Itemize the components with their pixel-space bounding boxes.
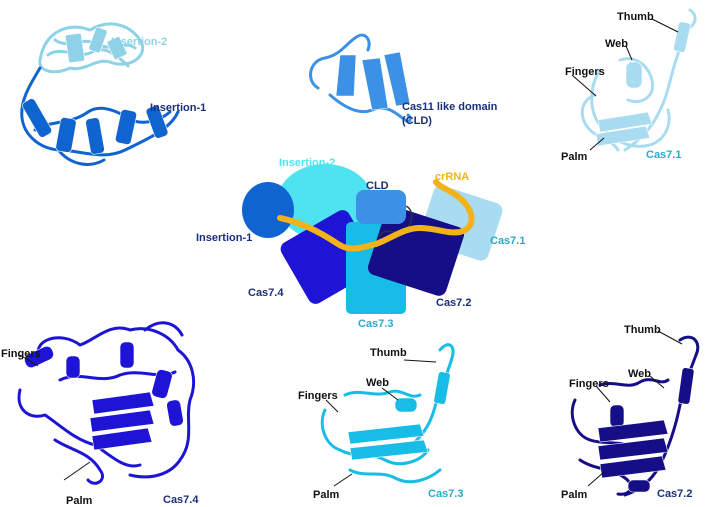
label-schematic-cas74: Cas7.4 [248, 287, 284, 299]
label-cas71-thumb: Thumb [617, 11, 654, 23]
label-schematic-insertion2: Insertion-2 [279, 157, 335, 169]
cld-structure [309, 33, 412, 123]
pointer-cas72-fingers [595, 385, 611, 403]
label-cas72-thumb: Thumb [624, 324, 661, 336]
label-cas73-web: Web [366, 377, 389, 389]
label-schematic-cas72: Cas7.2 [436, 297, 471, 309]
pointer-cas73-fingers [325, 399, 339, 413]
label-schematic-cld: CLD [366, 180, 389, 192]
pointer-cas73-palm [333, 473, 353, 487]
schematic-panel: Insertion-2 CLD crRNA Insertion-1 Cas7.1… [196, 157, 525, 330]
label-cas72-fingers: Fingers [569, 378, 609, 390]
cas73-panel: Thumb Web Fingers Palm Cas7.3 [298, 343, 463, 501]
label-cas73-palm: Palm [313, 489, 340, 501]
label-schematic-crrna: crRNA [435, 171, 469, 183]
label-cas73-fingers: Fingers [298, 390, 338, 402]
cas72-panel: Thumb Web Fingers Palm Cas7.2 [561, 324, 700, 501]
label-cas71-name: Cas7.1 [646, 149, 681, 161]
label-cas72-name: Cas7.2 [657, 488, 692, 500]
pointer-cas72-palm [587, 471, 605, 487]
pointer-cas71-thumb [651, 18, 679, 33]
pointer-cas74-palm [63, 461, 91, 481]
label-cas73-thumb: Thumb [370, 347, 407, 359]
pointer-cas74-fingers [19, 354, 39, 367]
label-insertion2-structure: Insertion-2 [111, 36, 167, 48]
pointer-cas73-web [381, 387, 399, 401]
insertion1-structure [20, 66, 180, 166]
pointer-cas72-web [649, 375, 665, 389]
label-cas71-fingers: Fingers [565, 66, 605, 78]
label-schematic-cas71: Cas7.1 [490, 235, 525, 247]
schematic-cld-block [356, 190, 406, 224]
label-schematic-cas73: Cas7.3 [358, 318, 393, 330]
pointer-cas72-thumb [657, 330, 683, 345]
label-cas74-fingers: Fingers [1, 348, 41, 360]
insertion2-structure [38, 22, 145, 74]
pointer-cas71-fingers [571, 74, 597, 97]
label-cld-line2: (CLD) [402, 115, 432, 127]
pointer-cas71-palm [589, 137, 605, 151]
schematic-insertion1-blob [242, 182, 294, 238]
label-cld-line1: Cas11 like domain [402, 101, 498, 113]
cas71-panel: Thumb Web Fingers Palm Cas7.1 [561, 8, 697, 163]
label-cas74-palm: Palm [66, 495, 93, 507]
label-schematic-insertion1: Insertion-1 [196, 232, 252, 244]
label-cas71-web: Web [605, 38, 628, 50]
cas74-panel: Fingers Palm Cas7.4 [1, 321, 199, 507]
label-cas73-name: Cas7.3 [428, 488, 463, 500]
cld-panel: Cas11 like domain (CLD) [309, 33, 498, 127]
cas71-structure [580, 8, 697, 152]
label-insertion1-structure: Insertion-1 [150, 102, 206, 114]
cas74-structure [17, 321, 195, 485]
label-cas72-palm: Palm [561, 489, 588, 501]
label-cas72-web: Web [628, 368, 651, 380]
schematic-crrna-strand [277, 179, 475, 252]
cas72-structure [570, 335, 700, 497]
label-cas74-name: Cas7.4 [163, 494, 199, 506]
pointer-cas71-web [625, 45, 633, 61]
pointer-cas73-thumb [403, 359, 437, 363]
label-cas71-palm: Palm [561, 151, 588, 163]
insertions-panel: Insertion-2 Insertion-1 [20, 22, 206, 166]
cas73-structure [320, 343, 455, 484]
